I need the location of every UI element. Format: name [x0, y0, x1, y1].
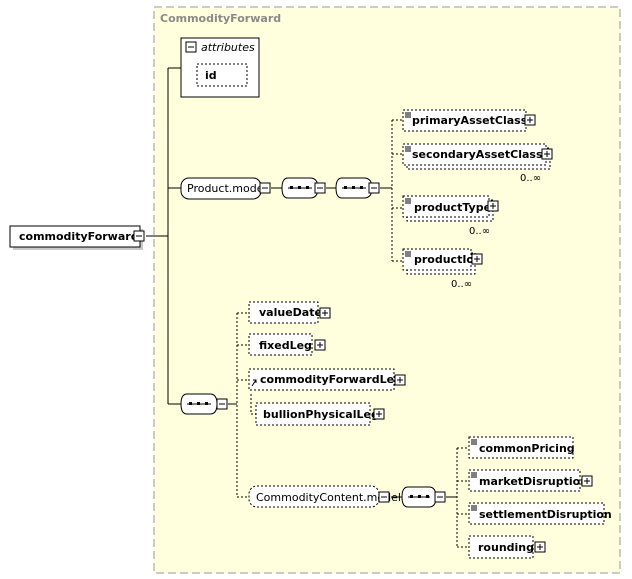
- attribute-id-box[interactable]: [196, 63, 248, 87]
- root-element[interactable]: commodityForward: [9, 225, 143, 250]
- documentation-icon: [405, 146, 411, 152]
- element-primary-asset-class[interactable]: primaryAssetClass: [402, 109, 528, 132]
- element-label: rounding: [478, 541, 534, 554]
- plus-expander-icon[interactable]: [373, 408, 385, 420]
- documentation-icon: [405, 198, 411, 204]
- attributes-title: attributes: [201, 41, 255, 54]
- element-label: commodityForwardLeg: [260, 373, 402, 386]
- group-title: CommodityForward: [160, 12, 281, 25]
- sequence-icon[interactable]: [281, 177, 319, 199]
- element-label: fixedLeg: [259, 339, 312, 352]
- element-product-id[interactable]: productId: [402, 248, 476, 275]
- choice-icon[interactable]: [335, 177, 373, 199]
- element-label: productType: [414, 201, 491, 214]
- product-model-group[interactable]: Product.model: [180, 177, 267, 200]
- root-label: commodityForward: [19, 230, 139, 243]
- element-rounding[interactable]: rounding: [468, 535, 534, 559]
- element-label: productId: [414, 253, 474, 266]
- element-label: bullionPhysicalLeg: [263, 408, 379, 421]
- minus-expander-icon[interactable]: [314, 182, 326, 194]
- minus-expander-icon[interactable]: [185, 41, 197, 53]
- element-value-date[interactable]: valueDate: [248, 301, 322, 324]
- plus-expander-icon[interactable]: [534, 541, 546, 553]
- minus-expander-icon[interactable]: [434, 491, 446, 503]
- content-model-label: CommodityContent.model: [256, 491, 401, 504]
- occurs-label: 0..∞: [451, 279, 472, 290]
- occurs-label: 0..∞: [469, 226, 490, 237]
- element-bullion-physical-leg[interactable]: bullionPhysicalLeg: [255, 402, 379, 426]
- attributes-box: attributes id: [180, 37, 260, 98]
- minus-expander-icon[interactable]: [368, 182, 380, 194]
- plus-expander-icon[interactable]: [314, 339, 326, 351]
- documentation-icon: [405, 112, 411, 118]
- plus-expander-icon[interactable]: [541, 148, 553, 160]
- element-label: marketDisruption: [479, 475, 588, 488]
- plus-expander-icon[interactable]: [471, 253, 483, 265]
- product-model-label: Product.model: [187, 182, 267, 195]
- element-label: commonPricing: [479, 442, 575, 455]
- documentation-icon: [405, 251, 411, 257]
- documentation-icon: [471, 439, 477, 445]
- plus-expander-icon[interactable]: [524, 114, 536, 126]
- sequence-icon[interactable]: [401, 486, 437, 508]
- minus-expander-icon[interactable]: [259, 182, 271, 194]
- minus-expander-icon[interactable]: [133, 230, 145, 242]
- element-label: primaryAssetClass: [412, 114, 528, 127]
- documentation-icon: [471, 472, 477, 478]
- sequence-icon[interactable]: [180, 393, 218, 415]
- reference-arrow-icon: [251, 379, 257, 387]
- element-label: secondaryAssetClass: [412, 148, 543, 161]
- element-common-pricing[interactable]: commonPricing: [468, 436, 575, 459]
- minus-expander-icon[interactable]: [378, 491, 390, 503]
- element-fixed-leg[interactable]: fixedLeg: [248, 333, 313, 356]
- plus-expander-icon[interactable]: [394, 374, 406, 386]
- connector-lines: [146, 67, 469, 548]
- element-label: settlementDisruption: [479, 508, 612, 521]
- element-label: valueDate: [259, 306, 322, 319]
- element-secondary-asset-class[interactable]: secondaryAssetClass: [402, 143, 551, 170]
- minus-expander-icon[interactable]: [216, 398, 228, 410]
- plus-expander-icon[interactable]: [319, 307, 331, 319]
- element-settlement-disruption[interactable]: settlementDisruption: [468, 502, 612, 525]
- documentation-icon: [471, 505, 477, 511]
- plus-expander-icon[interactable]: [487, 200, 499, 212]
- element-market-disruption[interactable]: marketDisruption: [468, 469, 588, 492]
- element-commodity-forward-leg[interactable]: commodityForwardLeg: [248, 368, 402, 391]
- content-model-group[interactable]: CommodityContent.model: [248, 485, 401, 508]
- plus-expander-icon[interactable]: [581, 475, 593, 487]
- attribute-id-label: id: [205, 69, 217, 82]
- occurs-label: 0..∞: [520, 173, 541, 184]
- element-product-type[interactable]: productType: [402, 195, 494, 222]
